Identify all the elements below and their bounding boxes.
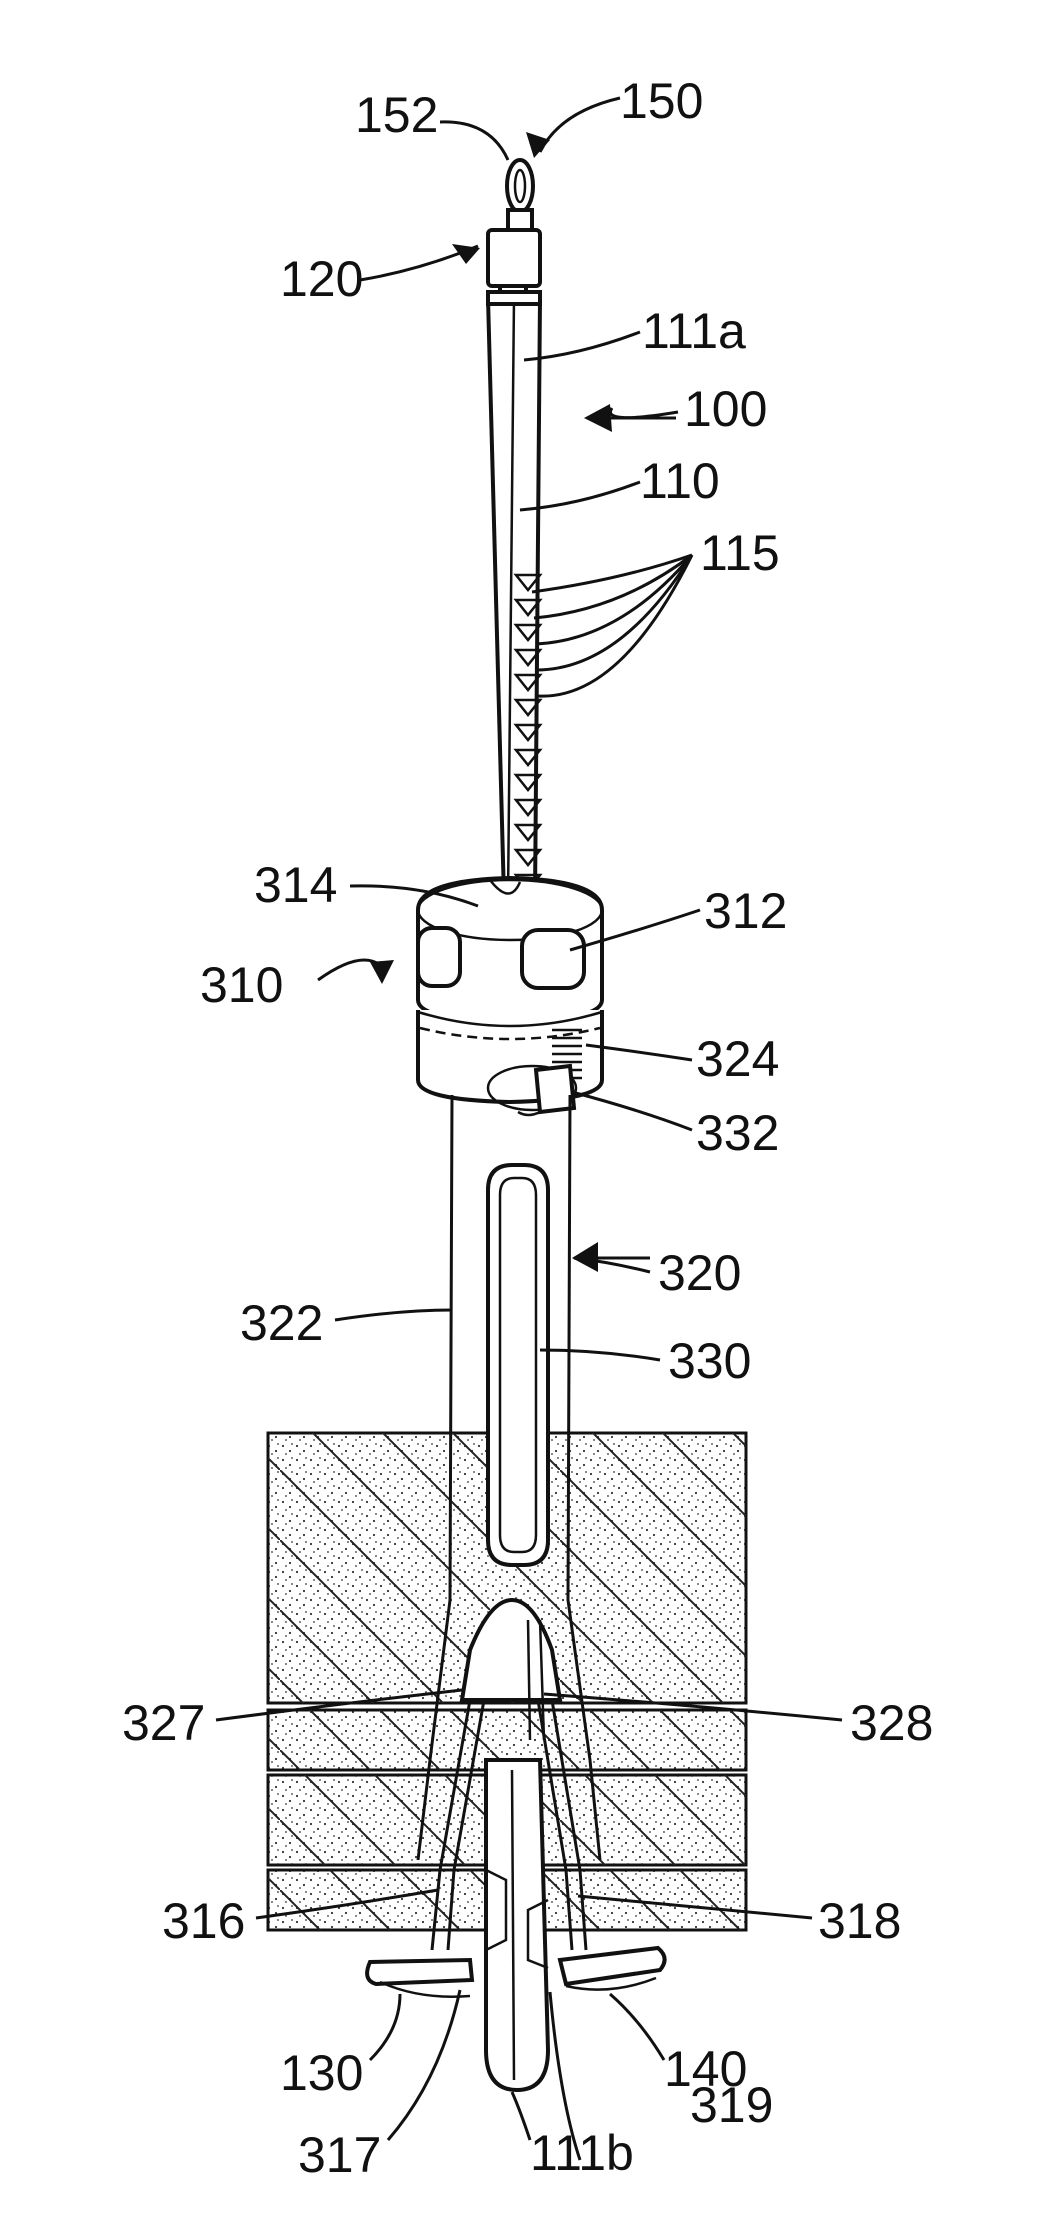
label-111b: 111b bbox=[530, 2125, 634, 2181]
grip-312 bbox=[522, 930, 584, 988]
arrow-shafts bbox=[590, 418, 676, 1258]
label-120: 120 bbox=[280, 251, 363, 307]
label-130: 130 bbox=[280, 2045, 363, 2101]
label-110: 110 bbox=[640, 453, 720, 509]
label-100: 100 bbox=[684, 381, 767, 437]
suture-loop-assembly bbox=[488, 160, 540, 300]
label-150: 150 bbox=[620, 73, 703, 129]
label-320: 320 bbox=[658, 1245, 741, 1301]
label-152: 152 bbox=[355, 87, 438, 143]
label-317: 317 bbox=[298, 2127, 381, 2183]
label-318: 318 bbox=[818, 1893, 901, 1949]
label-322: 322 bbox=[240, 1295, 323, 1351]
clip-332 bbox=[536, 1066, 574, 1112]
label-332: 332 bbox=[696, 1105, 779, 1161]
label-324: 324 bbox=[696, 1031, 779, 1087]
label-316: 316 bbox=[162, 1893, 245, 1949]
grip-left bbox=[418, 928, 460, 986]
suture-loop bbox=[507, 160, 533, 212]
handle-310 bbox=[418, 878, 602, 1115]
label-312: 312 bbox=[704, 883, 787, 939]
shaft-110 bbox=[488, 292, 540, 898]
label-328: 328 bbox=[850, 1695, 933, 1751]
label-330: 330 bbox=[668, 1333, 751, 1389]
label-310: 310 bbox=[200, 957, 283, 1013]
end-cap bbox=[488, 230, 540, 286]
label-115: 115 bbox=[700, 525, 780, 581]
anchor-140 bbox=[560, 1948, 665, 1990]
label-327: 327 bbox=[122, 1695, 205, 1751]
label-111a: 111a bbox=[642, 303, 746, 359]
handle-lower bbox=[418, 1010, 602, 1102]
label-314: 314 bbox=[254, 857, 337, 913]
slot-330 bbox=[488, 1165, 548, 1565]
shaft-111b bbox=[486, 1760, 548, 2090]
anchor-130 bbox=[367, 1960, 472, 1997]
label-319: 319 bbox=[690, 2077, 773, 2133]
